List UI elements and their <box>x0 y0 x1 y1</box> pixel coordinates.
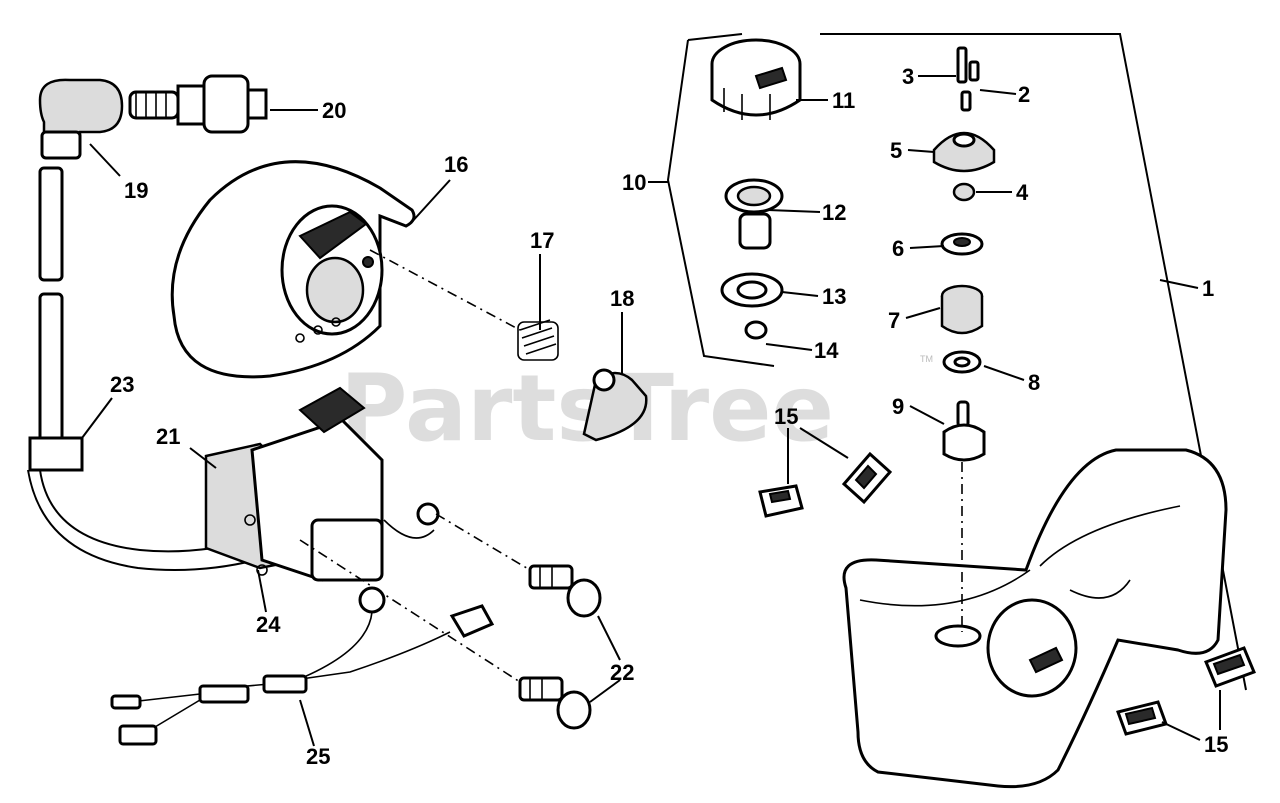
watermark: PartsTree <box>340 355 834 462</box>
callout-13: 13 <box>822 284 846 309</box>
callout-17: 17 <box>530 228 554 253</box>
callout-9: 9 <box>892 394 904 419</box>
callout-14: 14 <box>814 338 839 363</box>
callout-15a: 15 <box>774 404 798 429</box>
flywheel <box>170 160 416 379</box>
callout-5: 5 <box>890 138 902 163</box>
check-valve <box>932 131 996 173</box>
clip-b <box>841 451 893 505</box>
trademark-mark: TM <box>920 354 933 364</box>
fuel-tank <box>842 448 1228 789</box>
callout-19: 19 <box>124 178 148 203</box>
callout-25: 25 <box>306 744 330 769</box>
pins <box>956 46 980 112</box>
callout-22: 22 <box>610 660 634 685</box>
knob <box>582 368 648 442</box>
ignition-module <box>204 386 440 582</box>
tank-fitting <box>942 400 986 462</box>
cap-retainer <box>724 178 784 250</box>
callout-1: 1 <box>1202 276 1214 301</box>
callout-12: 12 <box>822 200 846 225</box>
callout-20: 20 <box>322 98 346 123</box>
ignition-lead <box>27 166 322 571</box>
callout-18: 18 <box>610 286 634 311</box>
screw-lower <box>518 676 592 730</box>
callout-7: 7 <box>888 308 900 333</box>
fuel-filter <box>940 284 984 335</box>
callout-2: 2 <box>1018 82 1030 107</box>
callout-16: 16 <box>444 152 468 177</box>
clip-c <box>1204 646 1256 688</box>
clip-d <box>1116 700 1168 736</box>
screw-upper <box>528 564 602 618</box>
callout-8: 8 <box>1028 370 1040 395</box>
wire-harness <box>110 586 495 746</box>
assembly-line-flywheel-spring <box>369 249 521 331</box>
callout-23: 23 <box>110 372 134 397</box>
valve-seal <box>952 182 976 202</box>
callout-24: 24 <box>256 612 281 637</box>
washer <box>942 350 982 374</box>
grommet <box>940 232 984 256</box>
callout-15b: 15 <box>1204 732 1228 757</box>
leader-lines <box>81 75 1221 747</box>
callout-11: 11 <box>832 88 855 113</box>
spark-plug-boot <box>38 78 124 160</box>
callout-21: 21 <box>156 424 180 449</box>
vent-plug <box>744 320 768 340</box>
callout-4: 4 <box>1016 180 1029 205</box>
spring <box>517 319 559 361</box>
callout-10: 10 <box>622 170 646 195</box>
clip-a <box>758 484 804 518</box>
spark-plug <box>128 74 268 134</box>
callout-6: 6 <box>892 236 904 261</box>
cap-gasket <box>720 272 784 308</box>
callout-3: 3 <box>902 64 914 89</box>
assembly-line-module-screw <box>435 513 531 571</box>
fuel-cap <box>710 38 802 120</box>
